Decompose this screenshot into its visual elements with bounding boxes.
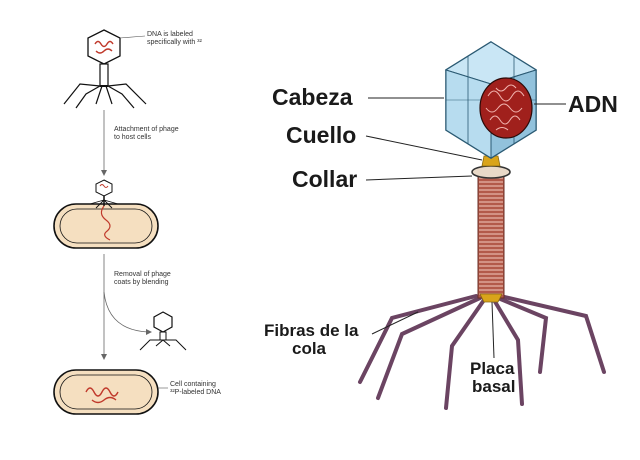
step4-label: Cell containing [170,381,216,388]
arrowhead-icon [101,170,107,176]
label-placa: Placa [470,359,515,378]
labeled-cell-icon [53,369,159,415]
step1-label: DNA is labeled [147,31,193,38]
label-fibras-2: cola [292,339,327,358]
label-placa-2: basal [472,377,515,396]
step2-label-2: to host cells [114,134,151,141]
label-cuello: Cuello [286,122,356,148]
step4-label-2: ³²P-labeled DNA [170,389,221,396]
step3-label: Removal of phage [114,271,171,278]
step2-label: Attachment of phage [114,126,179,133]
labeled-phage-icon [63,29,147,109]
arrow-to-coat [103,291,149,333]
label-cabeza: Cabeza [272,84,353,110]
label-collar: Collar [292,166,357,192]
phage-anatomy-diagram: Cabeza Cuello Collar ADN Fibras de la co… [264,41,618,410]
label-adn: ADN [568,91,618,117]
step1-label-2: specifically with ³² [147,39,203,46]
tail-fibers [358,294,606,410]
arrowhead-icon [101,354,107,360]
leader-lines [365,97,566,359]
dna-inside-head [479,77,533,139]
step3-label-2: coats by blending [114,279,169,286]
pointer-line [119,35,146,39]
tail-sheath [477,171,505,299]
hershey-chase-sequence: DNA is labeled specifically with ³² Atta… [53,29,221,415]
infected-cell-icon [53,179,159,249]
collar [471,165,511,179]
empty-phage-coat-icon [139,311,187,351]
arrowhead-icon [146,329,152,335]
label-fibras: Fibras de la [264,321,359,340]
base-plate [479,293,503,303]
